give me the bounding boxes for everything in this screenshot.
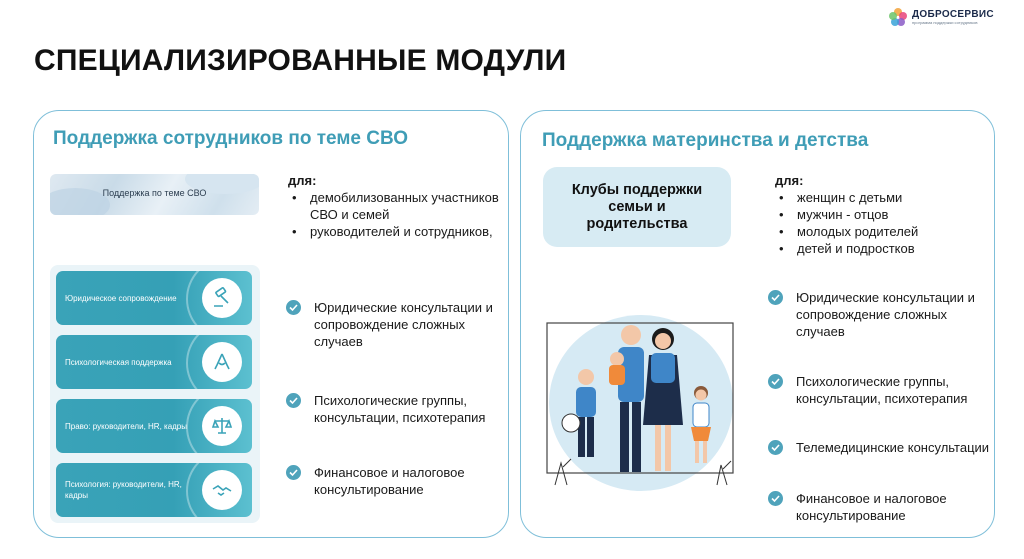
module-label: Психологическая поддержка (65, 357, 172, 367)
audience-label: для: (288, 173, 317, 188)
feature-item: Психологические группы, консультации, пс… (768, 373, 990, 407)
feature-item: Телемедицинские консультации (768, 439, 989, 456)
module-law-managers[interactable]: Право: руководители, HR, кадры (56, 399, 252, 453)
audience-item: демобилизованных участников СВО и семей (288, 189, 510, 223)
svo-card-title: Поддержка сотрудников по теме СВО (53, 128, 409, 149)
feature-item: Финансовое и налоговое консультирование (768, 490, 990, 524)
audience-item: мужчин - отцов (775, 206, 985, 223)
hands-icon (202, 342, 242, 382)
audience-item: детей и подростков (775, 240, 985, 257)
svo-support-card: Поддержка сотрудников по теме СВО Поддер… (33, 110, 509, 538)
brand-logo: ДОБРОСЕРВИС программа поддержки сотрудни… (888, 7, 994, 27)
family-audience: для: женщин с детьми мужчин - отцов моло… (775, 172, 985, 257)
feature-item: Юридические консультации и сопровождение… (768, 289, 990, 340)
module-legal-support[interactable]: Юридическое сопровождение (56, 271, 252, 325)
module-label: Юридическое сопровождение (65, 293, 177, 303)
feature-text: Финансовое и налоговое консультирование (796, 491, 947, 523)
logo-flower-icon (889, 8, 907, 26)
svo-audience: для: демобилизованных участников СВО и с… (288, 172, 510, 240)
module-label: Психология: руководители, HR, кадры (65, 480, 182, 500)
family-card-title: Поддержка материнства и детства (542, 130, 869, 151)
family-club-badge: Клубы поддержки семьи и родительства (543, 167, 731, 247)
feature-text: Психологические группы, консультации, пс… (314, 393, 486, 425)
scales-icon (202, 406, 242, 446)
check-icon (286, 393, 301, 408)
module-psych-managers[interactable]: Психология: руководители, HR, кадры (56, 463, 252, 517)
check-icon (768, 491, 783, 506)
page-title: СПЕЦИАЛИЗИРОВАННЫЕ МОДУЛИ (34, 44, 567, 77)
svo-modules-panel: Юридическое сопровождение Психологическа… (50, 265, 260, 523)
check-icon (286, 465, 301, 480)
feature-item: Юридические консультации и сопровождение… (286, 299, 506, 350)
gavel-icon (202, 278, 242, 318)
feature-text: Юридические консультации и сопровождение… (314, 300, 493, 349)
check-icon (286, 300, 301, 315)
module-label: Право: руководители, HR, кадры (65, 421, 188, 431)
audience-item: руководителей и сотрудников, (288, 223, 510, 240)
feature-text: Юридические консультации и сопровождение… (796, 290, 975, 339)
audience-label: для: (775, 173, 804, 188)
svo-banner: Поддержка по теме СВО (50, 174, 259, 215)
check-icon (768, 290, 783, 305)
feature-text: Финансовое и налоговое консультирование (314, 465, 465, 497)
family-illustration (546, 315, 734, 491)
family-support-card: Поддержка материнства и детства Клубы по… (520, 110, 995, 538)
check-icon (768, 440, 783, 455)
feature-text: Психологические группы, консультации, пс… (796, 374, 968, 406)
audience-item: молодых родителей (775, 223, 985, 240)
svo-banner-text: Поддержка по теме СВО (102, 188, 207, 198)
club-text: Клубы поддержки семьи и родительства (571, 181, 703, 232)
feature-item: Психологические группы, консультации, пс… (286, 392, 506, 426)
check-icon (768, 374, 783, 389)
audience-item: женщин с детьми (775, 189, 985, 206)
brand-tagline: программа поддержки сотрудников (912, 19, 978, 25)
module-psych-support[interactable]: Психологическая поддержка (56, 335, 252, 389)
brand-name: ДОБРОСЕРВИС (912, 8, 994, 20)
feature-item: Финансовое и налоговое консультирование (286, 464, 506, 498)
feature-text: Телемедицинские консультации (796, 440, 990, 455)
handshake-icon (202, 470, 242, 510)
